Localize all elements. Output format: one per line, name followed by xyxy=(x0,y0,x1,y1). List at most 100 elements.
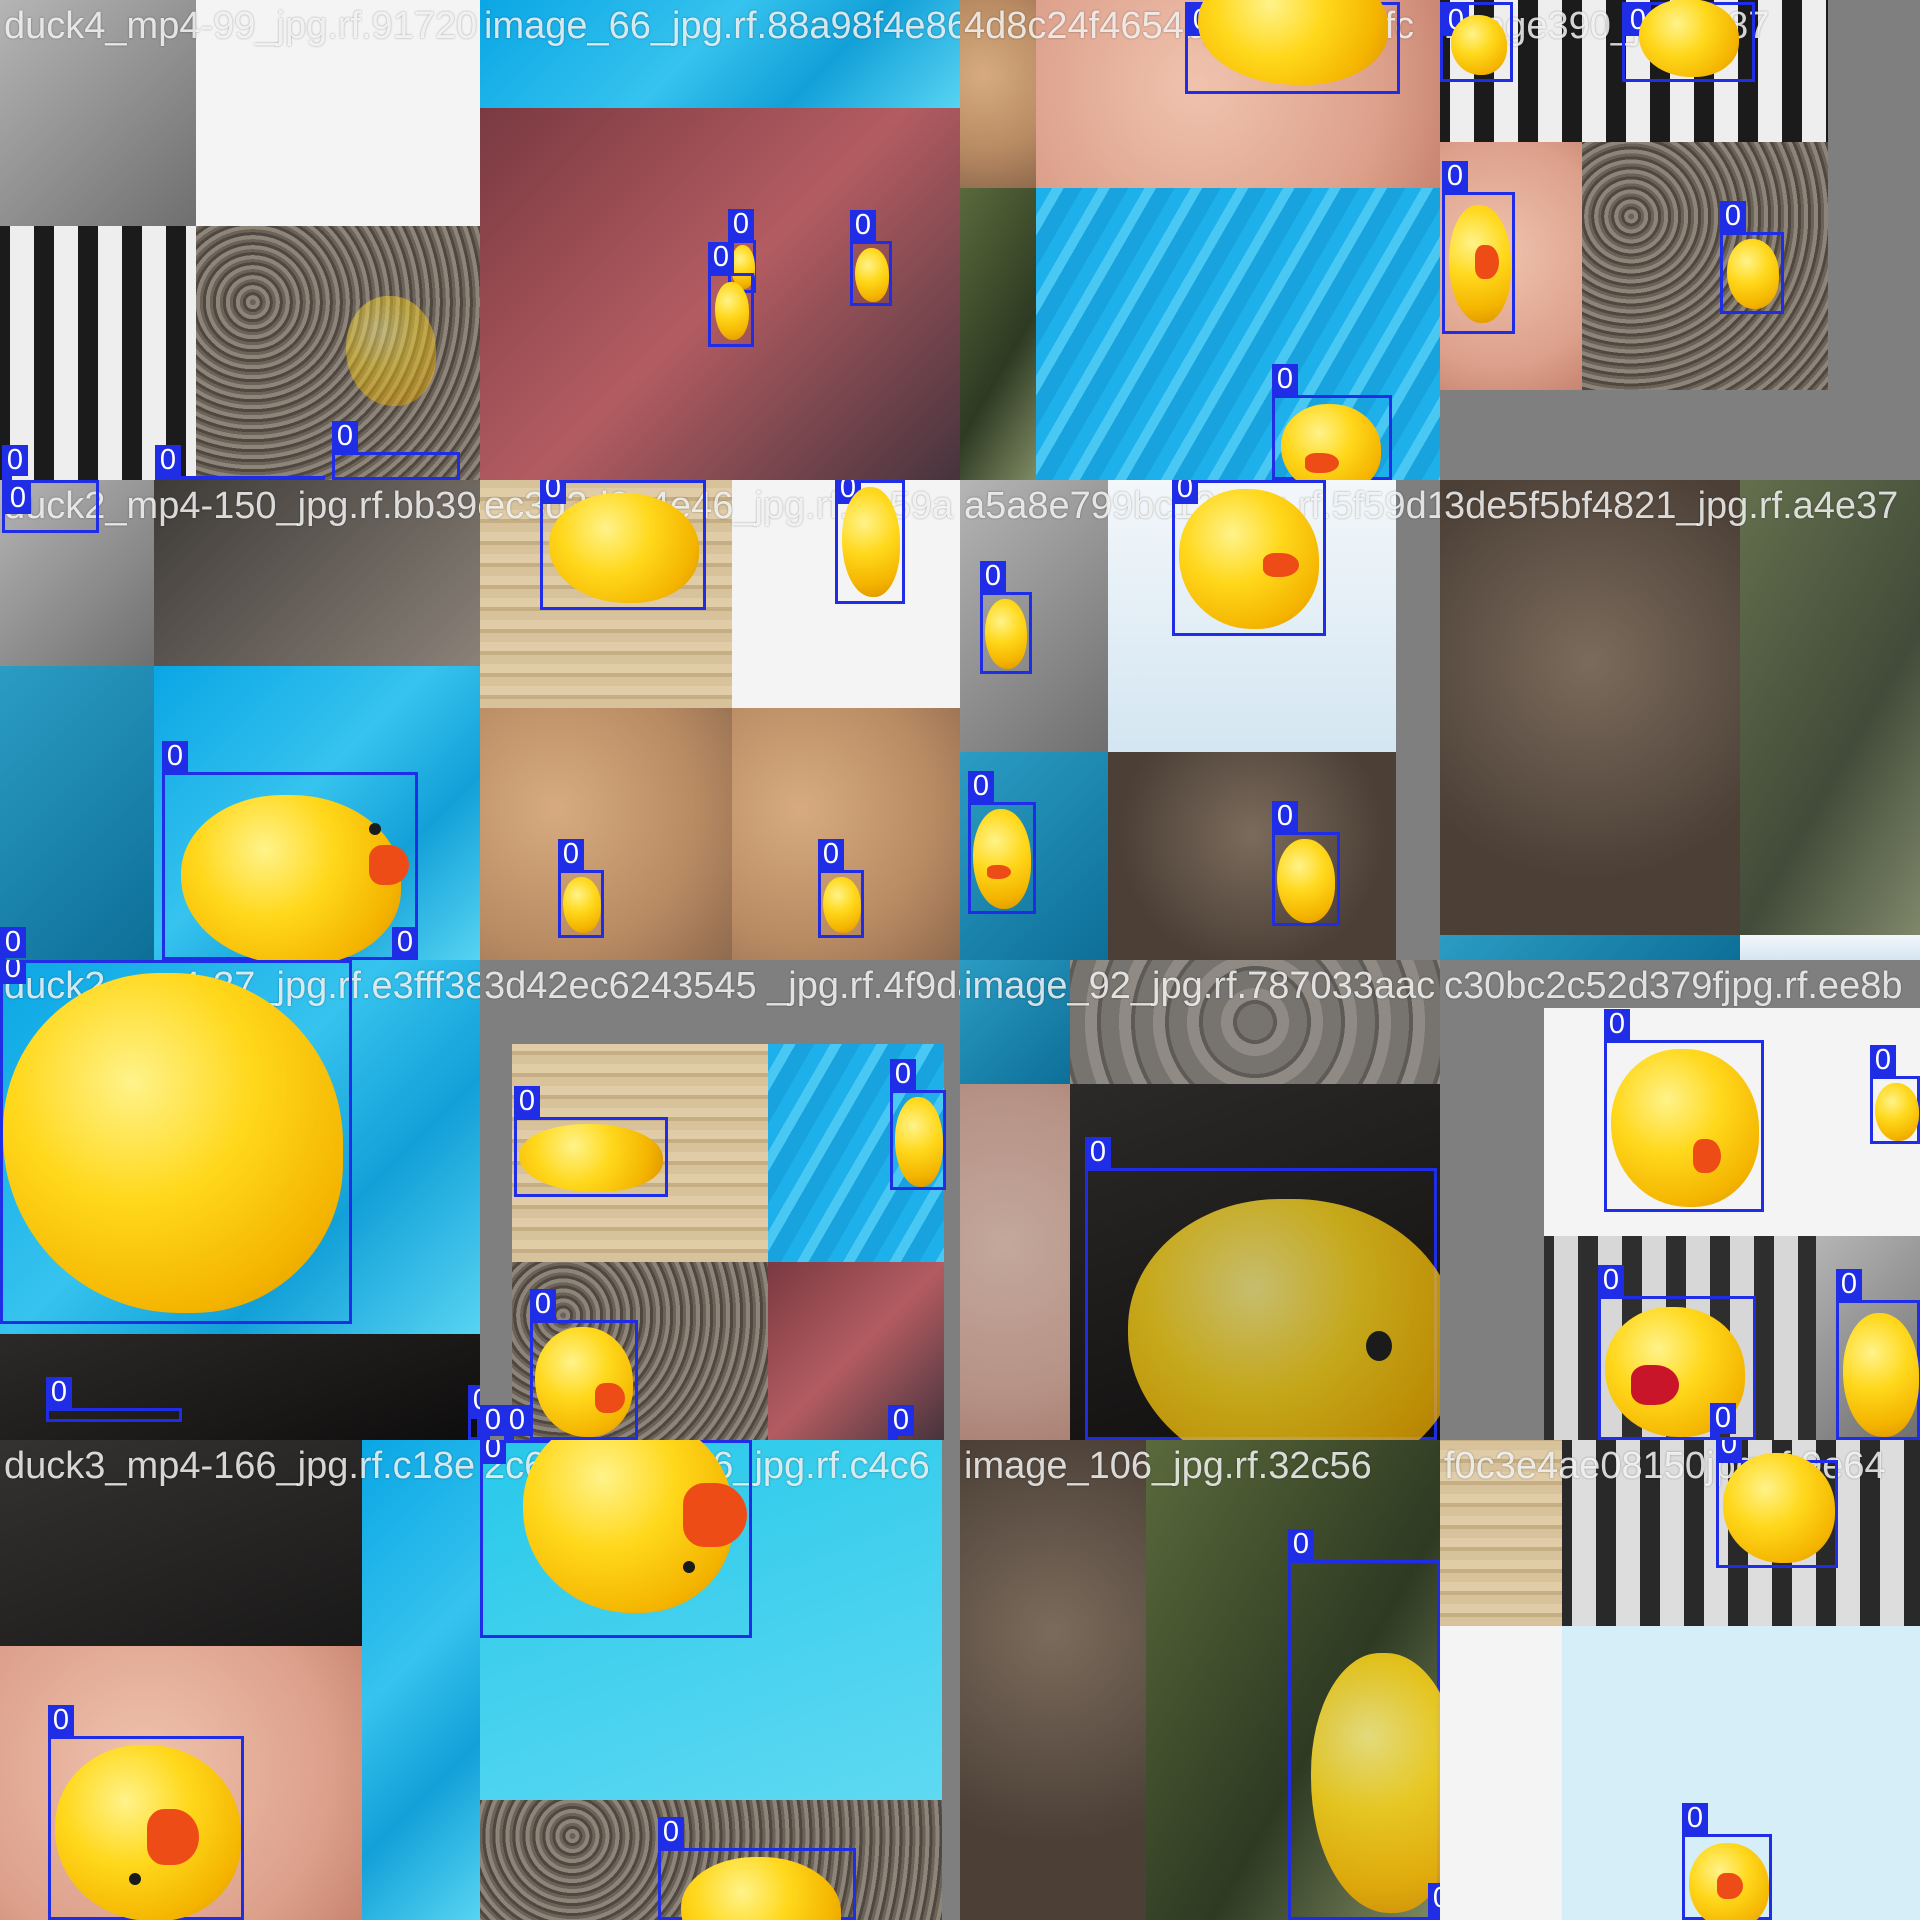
class-label: 0 xyxy=(1720,201,1746,232)
bbox: 0 xyxy=(1172,480,1326,636)
duck-beak xyxy=(595,1383,625,1413)
mosaic-cell-5: duck2_mp4-150_jpg.rf.bb39e 0 0 0 0 xyxy=(0,480,480,960)
class-label: 0 xyxy=(888,1405,914,1436)
duck-figure xyxy=(985,599,1027,669)
class-label: 0 xyxy=(530,1289,556,1320)
duck-figure xyxy=(823,877,861,933)
mosaic-cell-13: duck3_mp4-166_jpg.rf.c18e 0 xyxy=(0,1440,480,1920)
bbox: 0 xyxy=(1604,1009,1764,1212)
duck-figure xyxy=(1128,1199,1440,1440)
image-caption: c30bc2c52d379fjpg.rf.ee8b xyxy=(1444,965,1903,1007)
duck-figure xyxy=(3,973,343,1313)
class-label: 0 xyxy=(162,741,188,772)
bbox: 0 xyxy=(480,1405,506,1440)
duck-beak xyxy=(1693,1139,1721,1173)
class-label: 0 xyxy=(1716,1440,1742,1460)
image-tile xyxy=(960,1440,1146,1920)
class-label: 0 xyxy=(968,771,994,802)
duck-beak xyxy=(1263,553,1299,577)
class-label: 0 xyxy=(332,421,358,452)
class-label: 0 xyxy=(480,1405,506,1436)
bbox: 0 xyxy=(392,927,418,960)
bbox: 0 xyxy=(530,1289,638,1440)
duck-figure xyxy=(519,1124,663,1192)
duck-figure xyxy=(1179,489,1319,629)
image-tile xyxy=(0,0,196,226)
class-label: 0 xyxy=(980,561,1006,592)
bbox: 0 xyxy=(818,839,864,938)
duck-figure xyxy=(181,795,401,960)
image-caption: duck2_mp4-150_jpg.rf.bb39e xyxy=(4,485,480,527)
duck-figure xyxy=(715,282,749,340)
duck-beak xyxy=(1631,1365,1679,1405)
class-label: 0 xyxy=(480,1440,506,1464)
mosaic-cell-1: duck4_mp4-99_jpg.rf.91720 0 0 0 xyxy=(0,0,480,480)
class-label: 0 xyxy=(1172,480,1198,504)
duck-figure xyxy=(549,493,699,603)
mosaic-cell-14: 2c63c0a53476_jpg.rf.c4c6 0 0 xyxy=(480,1440,960,1920)
duck-eye xyxy=(683,1561,695,1573)
mosaic-cell-7: a5a8e799bc12_jpg.rf.5f59d1034 0 0 0 0 xyxy=(960,480,1440,960)
bbox: 0 xyxy=(728,209,756,293)
mosaic-cell-2: image_66_jpg.rf.88a98f4e865 0 0 0 xyxy=(480,0,960,480)
duck-figure xyxy=(973,809,1031,909)
class-label: 0 xyxy=(728,209,754,240)
mosaic-cell-10: 3d42ec6243545 _jpg.rf.4f9da 0 0 0 0 0 0 xyxy=(480,960,960,1440)
bbox: 0 xyxy=(835,480,905,604)
image-tile xyxy=(1740,480,1920,935)
image-tile xyxy=(960,960,1070,1084)
class-label: 0 xyxy=(1272,364,1298,395)
class-label: 0 xyxy=(890,1059,916,1090)
mosaic-cell-16: f0c3e4ae08150jpg.rf.9e64 0 0 xyxy=(1440,1440,1920,1920)
image-tile xyxy=(0,666,154,960)
bbox: 0 xyxy=(1870,1045,1920,1144)
duck-beak xyxy=(1717,1873,1743,1899)
mosaic-cell-11: image_92_jpg.rf.787033aac 0 xyxy=(960,960,1440,1440)
bbox: 0 xyxy=(1622,0,1755,82)
class-label: 0 xyxy=(392,927,418,958)
bbox: 0 xyxy=(504,1405,530,1440)
class-label: 0 xyxy=(1085,1137,1111,1168)
image-caption: image_92_jpg.rf.787033aac xyxy=(964,965,1436,1007)
bbox: 0 xyxy=(332,421,460,480)
duck-eye xyxy=(129,1873,141,1885)
class-label: 0 xyxy=(1442,161,1468,192)
bbox: 0 xyxy=(708,242,754,347)
bbox: 0 xyxy=(1716,1440,1838,1568)
bbox: 0 xyxy=(658,1817,856,1920)
image-caption: duck4_mp4-99_jpg.rf.91720 xyxy=(4,5,478,47)
class-label: 0 xyxy=(1288,1529,1314,1560)
class-label: 0 xyxy=(46,1377,72,1408)
image-caption: 3d42ec6243545 _jpg.rf.4f9da xyxy=(484,965,960,1007)
duck-beak xyxy=(147,1809,199,1865)
class-label: 0 xyxy=(1870,1045,1896,1076)
image-tile xyxy=(480,0,960,108)
image-tile xyxy=(1582,142,1828,390)
duck-beak xyxy=(1305,453,1339,473)
class-label: 0 xyxy=(1604,1009,1630,1040)
image-tile xyxy=(1440,480,1740,935)
class-label: 0 xyxy=(0,927,26,958)
bbox: 0 xyxy=(2,445,28,480)
image-tile xyxy=(362,1440,480,1920)
mosaic-cell-6: ec3d3d0c4e46_jpg.rf.7c59a 0 0 0 0 xyxy=(480,480,960,960)
bbox: 0 xyxy=(2,480,99,533)
class-label: 0 xyxy=(514,1086,540,1117)
image-tile xyxy=(0,1440,362,1646)
bbox: 0 xyxy=(1272,364,1392,480)
bbox: 0 xyxy=(540,480,706,610)
bbox: 0 xyxy=(46,1377,182,1422)
bbox: 0 xyxy=(0,927,26,960)
image-tile xyxy=(1440,1626,1562,1920)
mosaic-cell-4: image390_jpg.rf.87 0 0 0 0 xyxy=(1440,0,1920,480)
duck-beak xyxy=(987,865,1011,879)
class-label: 0 xyxy=(850,210,876,241)
duck-figure xyxy=(1311,1653,1440,1913)
duck-figure xyxy=(1843,1313,1919,1437)
image-tile xyxy=(154,480,480,666)
duck-figure xyxy=(895,1097,943,1187)
class-label: 0 xyxy=(2,445,28,476)
bbox: 0 xyxy=(480,1440,752,1638)
duck-beak xyxy=(1475,245,1499,279)
class-label: 0 xyxy=(1428,1883,1440,1914)
